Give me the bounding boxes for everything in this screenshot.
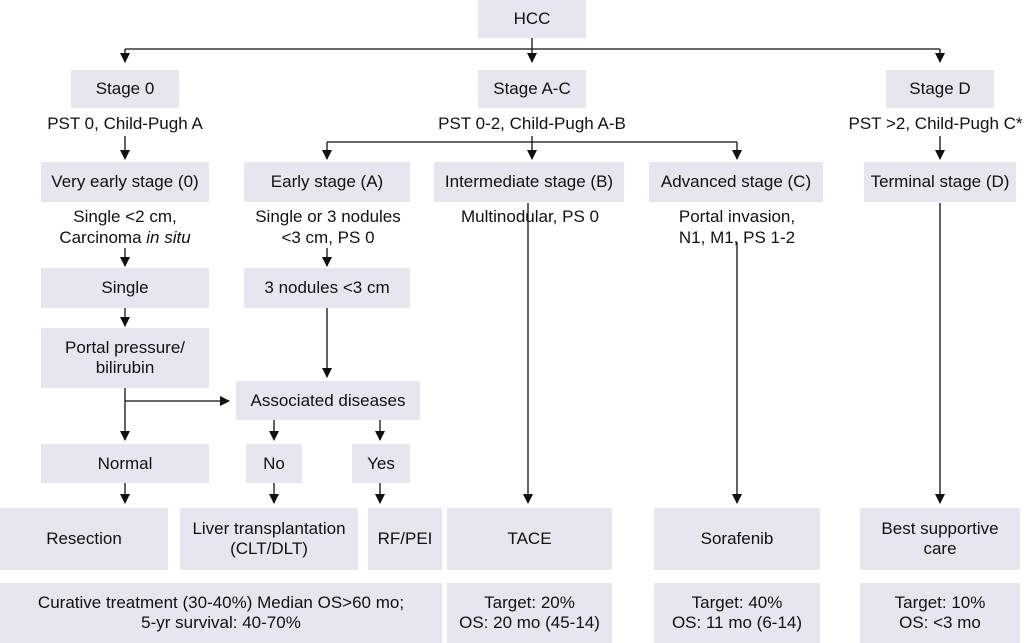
condition-intermediate: Multinodular, PS 0 (461, 207, 599, 226)
condition-early: Single or 3 nodules <3 cm, PS 0 (255, 207, 401, 247)
node-terminal-stage: Terminal stage (D) (864, 162, 1016, 202)
condition-stage-d: PST >2, Child-Pugh C* (848, 114, 1023, 133)
treatment-rf-pei: RF/PEI (368, 508, 442, 570)
treatment-sorafenib: Sorafenib (654, 508, 820, 570)
treatment-resection: Resection (0, 508, 168, 570)
node-advanced-stage: Advanced stage (C) (649, 162, 823, 202)
node-early-stage: Early stage (A) (244, 162, 410, 202)
node-yes: Yes (352, 444, 410, 483)
condition-stage-0: PST 0, Child-Pugh A (47, 114, 203, 133)
condition-very-early: Single <2 cm, Carcinoma in situ (59, 207, 191, 247)
node-single: Single (41, 268, 209, 308)
condition-stage-a-c: PST 0-2, Child-Pugh A-B (438, 114, 626, 133)
outcome-curative: Curative treatment (30-40%) Median OS>60… (0, 583, 442, 643)
node-normal: Normal (41, 444, 209, 483)
outcome-sorafenib: Target: 40% OS: 11 mo (6-14) (654, 583, 820, 643)
condition-advanced: Portal invasion, N1, M1, PS 1-2 (678, 207, 796, 247)
node-hcc: HCC (478, 0, 586, 38)
outcome-best-supportive-care: Target: 10% OS: <3 mo (860, 583, 1020, 643)
node-stage-d: Stage D (886, 70, 994, 108)
treatment-liver-transplantation: Liver transplantation (CLT/DLT) (180, 508, 358, 570)
node-intermediate-stage: Intermediate stage (B) (434, 162, 624, 202)
outcome-tace: Target: 20% OS: 20 mo (45-14) (447, 583, 612, 643)
node-portal-pressure: Portal pressure/ bilirubin (41, 328, 209, 388)
node-no: No (246, 444, 302, 483)
node-stage-a-c: Stage A-C (478, 70, 586, 108)
node-three-nodules: 3 nodules <3 cm (244, 268, 410, 308)
treatment-best-supportive-care: Best supportive care (860, 508, 1020, 570)
node-associated-diseases: Associated diseases (236, 381, 420, 420)
treatment-tace: TACE (447, 508, 612, 570)
node-very-early-stage: Very early stage (0) (41, 162, 209, 202)
node-stage-0: Stage 0 (71, 70, 179, 108)
